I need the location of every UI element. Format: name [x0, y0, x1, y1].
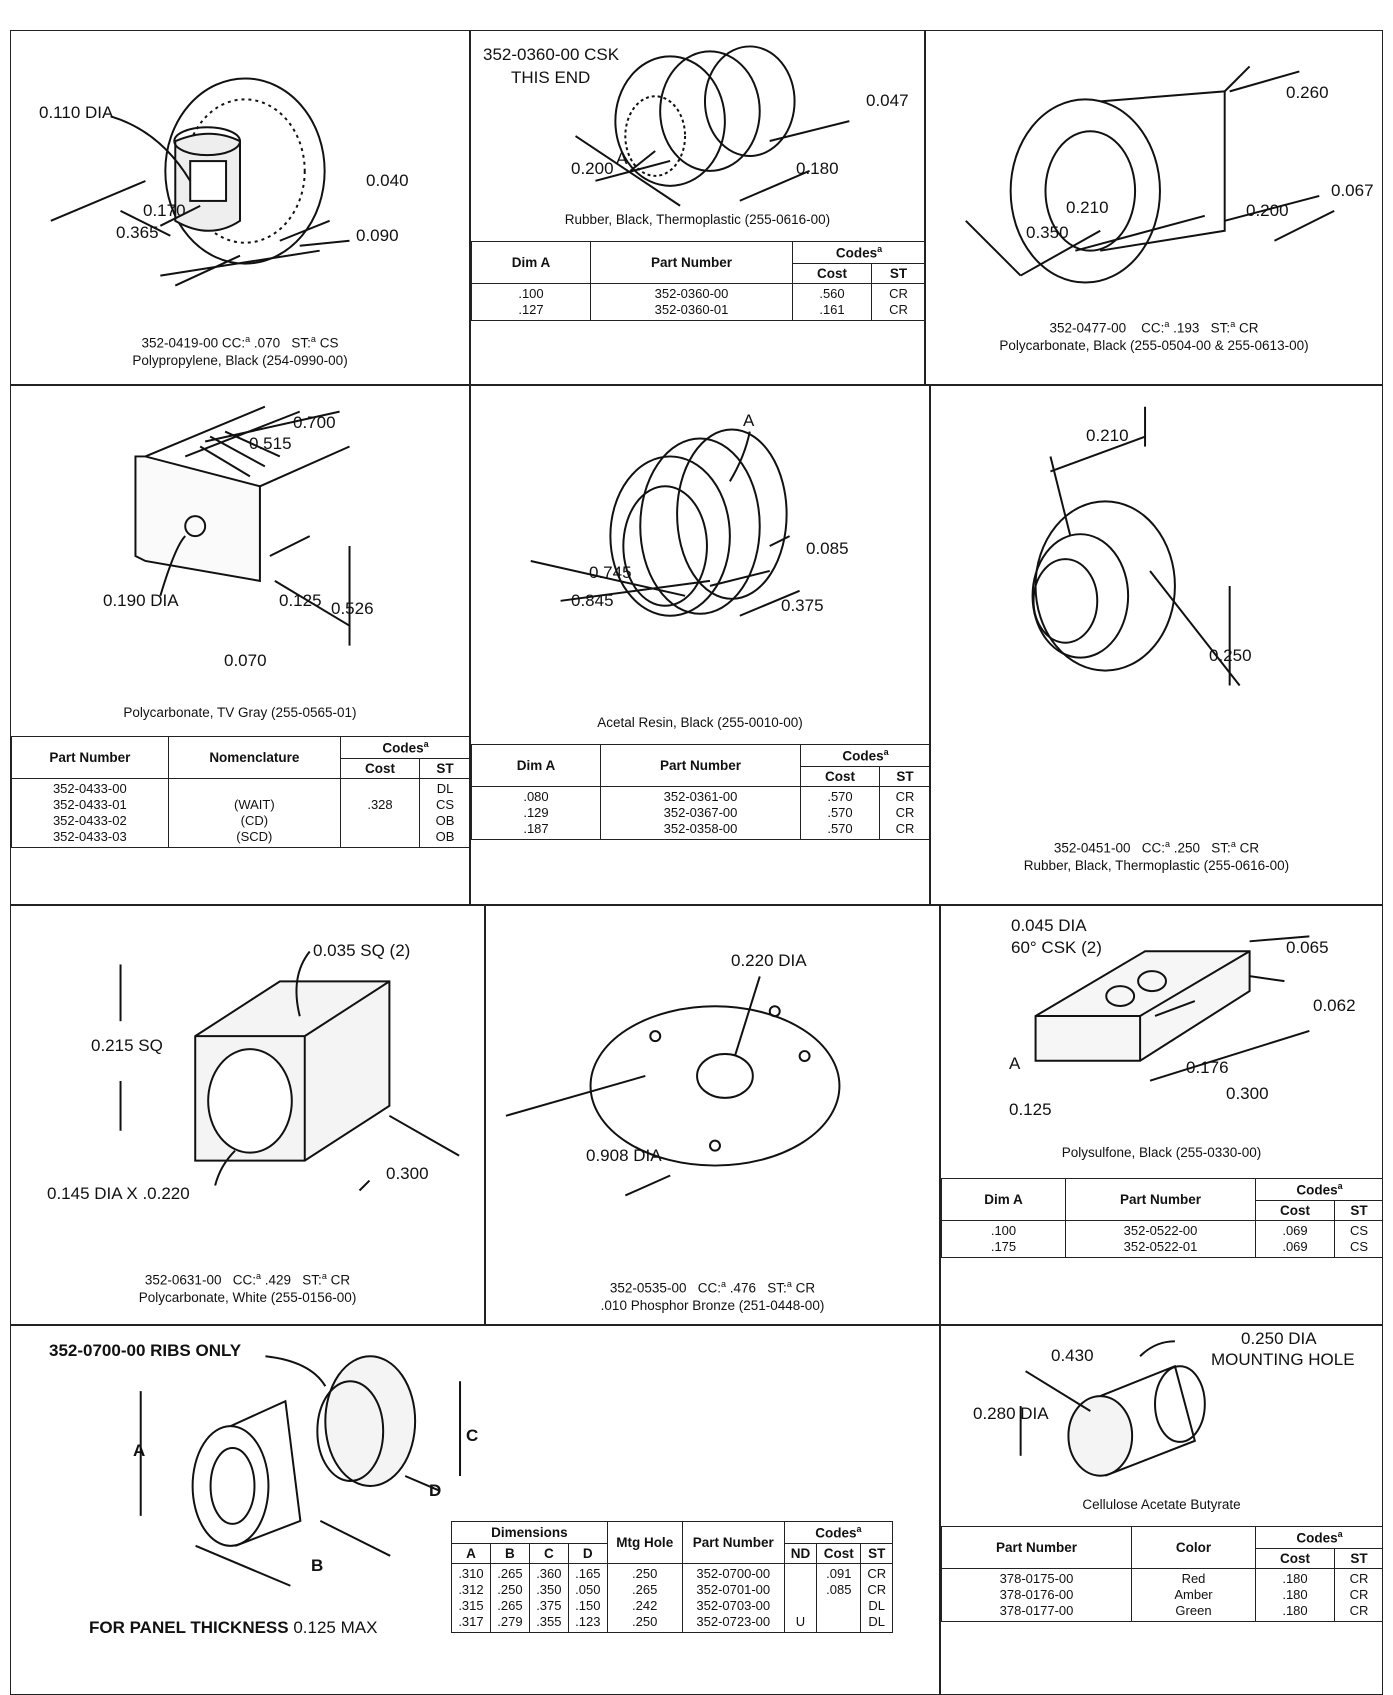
- dim-label: 0.210: [1066, 198, 1109, 217]
- dim-label: C: [466, 1426, 479, 1445]
- panel-bushing-drawing: [139, 1355, 462, 1587]
- dim-label: A: [743, 411, 755, 430]
- dim-label: 0.300: [1226, 1084, 1269, 1103]
- part-caption: Polycarbonate, TV Gray (255-0565-01): [123, 705, 357, 720]
- dim-label: 0.250 DIA: [1241, 1329, 1317, 1348]
- cell-352-0522: 0.045 DIA 60° CSK (2) 0.065 0.062 A 0.17…: [940, 905, 1383, 1325]
- panel-thickness-note: FOR PANEL THICKNESS 0.125 MAX: [89, 1618, 378, 1637]
- part-caption: Rubber, Black, Thermoplastic (255-0616-0…: [564, 212, 831, 227]
- dim-label: 0.062: [1313, 996, 1356, 1015]
- dim-label: 0.215 SQ: [91, 1036, 163, 1055]
- dim-label: 0.300: [386, 1164, 429, 1183]
- bushing-drawing: [50, 77, 350, 287]
- dim-label: MOUNTING HOLE: [1211, 1350, 1355, 1369]
- block-drawing: [1034, 935, 1310, 1082]
- dim-label: 0.125: [1009, 1100, 1052, 1119]
- dim-label: A: [133, 1441, 146, 1460]
- dim-label: 0.908 DIA: [586, 1146, 662, 1165]
- dim-label: A: [616, 149, 628, 168]
- part-caption: 352-0419-00 CC:a .070 ST:a CS Polypropyl…: [132, 334, 348, 368]
- dim-label: 0.280 DIA: [973, 1404, 1049, 1423]
- dim-label: 0.065: [1286, 938, 1329, 957]
- dim-label: 0.375: [781, 596, 824, 615]
- part-caption: 352-0631-00 CC:a .429 ST:a CR Polycarbon…: [138, 1271, 357, 1305]
- dim-label: 0.035 SQ (2): [313, 941, 411, 960]
- cell-378-017x: 0.250 DIA MOUNTING HOLE 0.430 0.280 DIA …: [940, 1325, 1383, 1695]
- dim-label: 60° CSK (2): [1011, 938, 1102, 957]
- cube-drawing: [119, 950, 460, 1192]
- part-caption: Acetal Resin, Black (255-0010-00): [597, 715, 803, 730]
- dim-label: 0.190 DIA: [103, 591, 179, 610]
- ring-drawing: [530, 428, 800, 617]
- dim-label: 0.515: [249, 434, 292, 453]
- dim-label: THIS END: [511, 68, 591, 87]
- dim-label: D: [429, 1481, 442, 1500]
- disk-drawing: [505, 976, 841, 1197]
- cell-352-0360: 352-0360-00 CSK THIS END A 0.047 0.200 0…: [470, 30, 925, 385]
- dim-label: 0.526: [331, 599, 374, 618]
- dim-label: 0.145 DIA X .0.220: [47, 1184, 190, 1203]
- flanged-bushing-drawing: [965, 65, 1335, 284]
- dim-label: A: [1009, 1054, 1021, 1073]
- dim-label: 352-0360-00 CSK: [483, 45, 620, 64]
- dim-label: 0.085: [806, 539, 849, 558]
- cell-352-0451-00: 0.210 0.250 352-0451-00 CC:a .250 ST:a C…: [930, 385, 1383, 905]
- dim-label: 0.350: [1026, 223, 1069, 242]
- grommet-drawing: [574, 45, 850, 207]
- dim-label: 0.220 DIA: [731, 951, 807, 970]
- dim-label: 0.745: [589, 563, 632, 582]
- dim-label: 0.040: [366, 171, 409, 190]
- dim-label: 0.125: [279, 591, 322, 610]
- part-caption: Polysulfone, Black (255-0330-00): [1061, 1145, 1262, 1160]
- cell-352-0535-00: 0.220 DIA 0.908 DIA 352-0535-00 CC:a .47…: [485, 905, 940, 1325]
- cell-acetal-resin: A 0.085 0.745 0.845 0.375 Acetal Resin, …: [470, 385, 930, 905]
- dim-label: 0.260: [1286, 83, 1329, 102]
- cell-352-0433: 0.700 0.515 0.190 DIA 0.125 0.526 0.070 …: [10, 385, 470, 905]
- ribs-only-note: 352-0700-00 RIBS ONLY: [49, 1341, 242, 1360]
- dim-label: B: [311, 1556, 324, 1575]
- dim-label: 0.210: [1086, 426, 1129, 445]
- dim-label: 0.110 DIA: [39, 103, 114, 122]
- part-caption: 352-0451-00 CC:a .250 ST:a CR Rubber, Bl…: [1023, 839, 1290, 873]
- dim-label: 0.047: [866, 91, 909, 110]
- dim-label: 0.176: [1186, 1058, 1229, 1077]
- dim-label: 0.250: [1209, 646, 1252, 665]
- dim-label: 0.430: [1051, 1346, 1094, 1365]
- led-holder-drawing: [1019, 1340, 1206, 1477]
- dim-label: 0.070: [224, 651, 267, 670]
- dim-label: 0.067: [1331, 181, 1374, 200]
- part-caption: 352-0535-00 CC:a .476 ST:a CR .010 Phosp…: [600, 1279, 825, 1313]
- grommet-drawing: [1031, 406, 1241, 687]
- cell-352-0477-00: 0.260 0.067 0.210 0.200 0.350 352-0477-0…: [925, 30, 1383, 385]
- cell-352-0419-00: 0.110 DIA 0.170 0.365 0.040 0.090 352-04…: [10, 30, 470, 385]
- dim-label: 0.200: [1246, 201, 1289, 220]
- bracket-drawing: [134, 405, 351, 646]
- cell-352-0631-00: 0.035 SQ (2) 0.215 SQ 0.300 0.145 DIA X …: [10, 905, 485, 1325]
- dim-label: 0.200: [571, 159, 614, 178]
- dim-label: 0.090: [356, 226, 399, 245]
- dim-label: 0.170: [143, 201, 186, 220]
- dim-label: 0.180: [796, 159, 839, 178]
- dim-label: 0.365: [116, 223, 159, 242]
- dim-label: 0.845: [571, 591, 614, 610]
- cell-352-0700: 352-0700-00 RIBS ONLY A C D B FOR PANEL …: [10, 1325, 940, 1695]
- dim-label: 0.045 DIA: [1011, 916, 1087, 935]
- part-caption: Cellulose Acetate Butyrate: [1082, 1497, 1241, 1512]
- part-caption: 352-0477-00 CC:a .193 ST:a CR Polycarbon…: [999, 319, 1309, 353]
- dim-label: 0.700: [293, 413, 336, 432]
